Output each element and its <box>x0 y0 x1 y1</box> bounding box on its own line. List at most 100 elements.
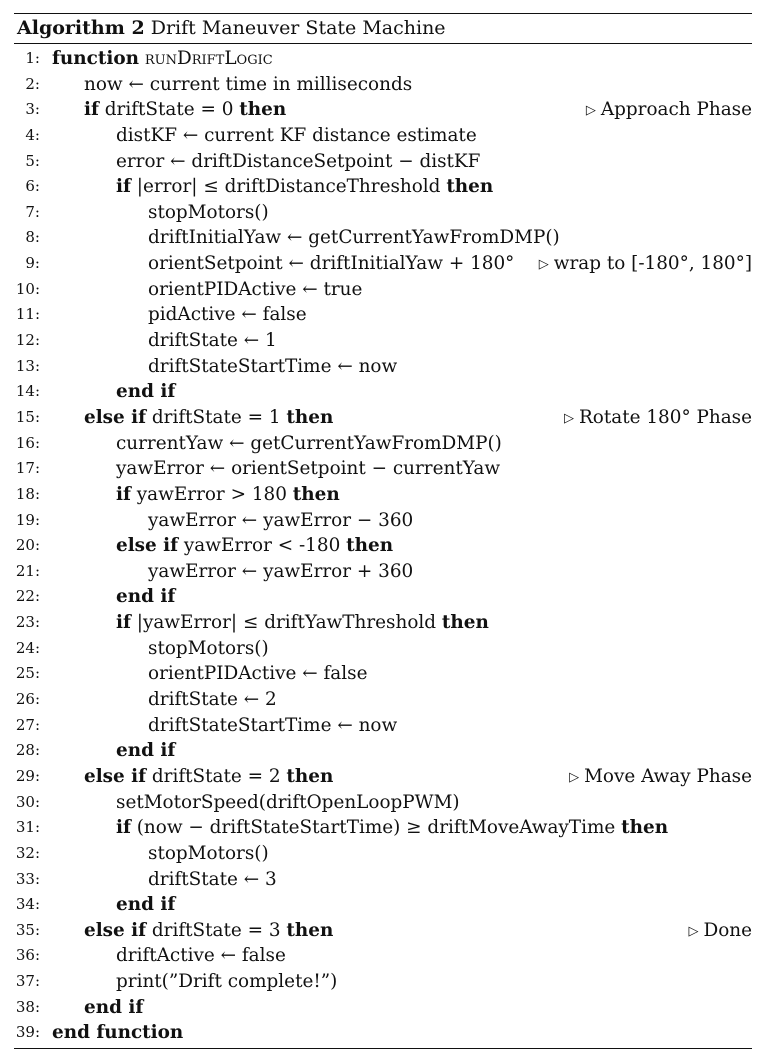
code-text: yawError ← orientSetpoint − currentYaw <box>116 458 501 480</box>
code-line: 17: yawError ← orientSetpoint − currentYa… <box>14 456 752 482</box>
code-text: driftInitialYaw ← getCurrentYawFromDMP() <box>148 227 560 249</box>
top-rule <box>14 13 752 14</box>
bottom-rule <box>14 1047 752 1049</box>
line-comment: ▷Done <box>688 918 752 946</box>
line-content: if |error| ≤ driftDistanceThreshold then <box>116 174 493 200</box>
code-line: 9: orientSetpoint ← driftInitialYaw + 180… <box>14 251 752 277</box>
keyword: then <box>621 817 669 839</box>
comment-triangle-icon: ▷ <box>563 410 574 426</box>
code-line: 14:end if <box>14 379 752 405</box>
comment-text: Move Away Phase <box>584 765 752 787</box>
code-line: 10:orientPIDActive ← true <box>14 277 752 303</box>
line-content: end if <box>116 584 175 610</box>
code-line: 23:if |yawError| ≤ driftYawThreshold the… <box>14 610 752 636</box>
algorithm-title: Drift Maneuver State Machine <box>150 17 446 39</box>
keyword: if <box>84 99 99 121</box>
code-text: runDriftLogic <box>144 48 273 69</box>
code-line: 30:setMotorSpeed(driftOpenLoopPWM) <box>14 790 752 816</box>
code-text: stopMotors() <box>148 201 269 223</box>
comment-triangle-icon: ▷ <box>538 257 549 273</box>
line-number: 36: <box>15 946 40 965</box>
code-text: error ← driftDistanceSetpoint − distKF <box>116 150 481 172</box>
code-line: 36:driftActive ← false <box>14 943 752 969</box>
line-number: 18: <box>15 484 40 503</box>
code-text: driftState ← 1 <box>148 330 277 352</box>
line-content: stopMotors() <box>148 636 269 662</box>
line-number: 35: <box>15 920 40 939</box>
code-line: 8:driftInitialYaw ← getCurrentYawFromDMP… <box>14 225 752 251</box>
code-line: 3:if driftState = 0 then▷Approach Phase <box>14 97 752 123</box>
line-comment: ▷Approach Phase <box>586 97 752 125</box>
code-text: stopMotors() <box>148 842 269 864</box>
line-number: 13: <box>15 356 40 375</box>
code-line: 18:if yawError > 180 then <box>14 482 752 508</box>
keyword: end if <box>116 740 176 762</box>
code-line: 24:stopMotors() <box>14 636 752 662</box>
code-line: 29:else if driftState = 2 then▷Move Away… <box>14 764 752 790</box>
code-text: yawError > 180 <box>130 483 293 505</box>
line-content: if (now − driftStateStartTime) ≥ driftMo… <box>116 815 668 841</box>
line-content: stopMotors() <box>148 841 269 867</box>
comment-text: wrap to [-180°, 180°] <box>553 253 752 275</box>
line-number: 38: <box>15 997 40 1016</box>
comment-triangle-icon: ▷ <box>688 923 699 939</box>
code-line: 20:else if yawError < -180 then <box>14 533 752 559</box>
line-number: 39: <box>15 1023 40 1042</box>
line-content: driftInitialYaw ← getCurrentYawFromDMP() <box>148 225 560 251</box>
algorithm-caption: Algorithm 2 Drift Maneuver State Machine <box>14 14 752 43</box>
line-content: driftState ← 1 <box>148 328 277 354</box>
line-comment: ▷Move Away Phase <box>569 764 752 792</box>
code-text: driftState = 0 <box>98 99 240 121</box>
code-text: driftStateStartTime ← now <box>148 355 398 377</box>
code-text: (now − driftStateStartTime) ≥ driftMoveA… <box>130 817 622 839</box>
line-number: 33: <box>15 869 40 888</box>
line-content: error ← driftDistanceSetpoint − distKF <box>116 149 480 175</box>
code-line: 21: yawError ← yawError + 360 <box>14 559 752 585</box>
code-line: 7:stopMotors() <box>14 200 752 226</box>
line-content: distKF ← current KF distance estimate <box>116 123 477 149</box>
algorithm-label: Algorithm 2 <box>17 17 145 39</box>
line-content: end if <box>116 892 175 918</box>
code-line: 15:else if driftState = 1 then▷Rotate 18… <box>14 405 752 431</box>
line-number: 28: <box>15 741 40 760</box>
code-line: 5: error ← driftDistanceSetpoint − distKF <box>14 149 752 175</box>
code-text: |error| ≤ driftDistanceThreshold <box>130 176 447 198</box>
line-number: 21: <box>15 561 40 580</box>
code-text: yawError ← yawError + 360 <box>148 560 414 582</box>
code-line: 26:driftState ← 2 <box>14 687 752 713</box>
code-line: 16: currentYaw ← getCurrentYawFromDMP() <box>14 431 752 457</box>
line-number: 5: <box>25 151 40 170</box>
code-line: 37:print(”Drift complete!”) <box>14 969 752 995</box>
line-content: else if driftState = 2 then <box>84 764 333 790</box>
line-number: 23: <box>15 613 40 632</box>
line-number: 25: <box>15 664 40 683</box>
line-number: 37: <box>15 972 40 991</box>
line-number: 16: <box>15 433 40 452</box>
line-content: currentYaw ← getCurrentYawFromDMP() <box>116 431 502 457</box>
keyword: then <box>286 406 334 428</box>
code-text: driftStateStartTime ← now <box>148 714 398 736</box>
code-line: 1:function runDriftLogic <box>14 46 752 72</box>
line-content: setMotorSpeed(driftOpenLoopPWM) <box>116 790 460 816</box>
comment-triangle-icon: ▷ <box>585 103 596 119</box>
line-number: 17: <box>15 459 40 478</box>
line-content: now ← current time in milliseconds <box>84 72 412 98</box>
code-line: 13: driftStateStartTime ← now <box>14 354 752 380</box>
code-text: driftState ← 3 <box>148 868 277 890</box>
code-text: yawError ← yawError − 360 <box>148 509 414 531</box>
line-content: orientPIDActive ← false <box>148 661 367 687</box>
line-number: 11: <box>15 305 40 324</box>
line-content: orientPIDActive ← true <box>148 277 362 303</box>
line-number: 9: <box>25 254 40 273</box>
line-content: orientSetpoint ← driftInitialYaw + 180° <box>148 251 514 277</box>
comment-triangle-icon: ▷ <box>569 769 580 785</box>
code-text: distKF ← current KF distance estimate <box>116 124 477 146</box>
code-line: 11:pidActive ← false <box>14 302 752 328</box>
code-text: driftState = 1 <box>146 406 287 428</box>
code-text: driftState = 3 <box>146 919 287 941</box>
keyword: end if <box>116 894 176 916</box>
keyword: if <box>116 176 131 198</box>
line-content: stopMotors() <box>148 200 269 226</box>
keyword: then <box>441 612 489 634</box>
